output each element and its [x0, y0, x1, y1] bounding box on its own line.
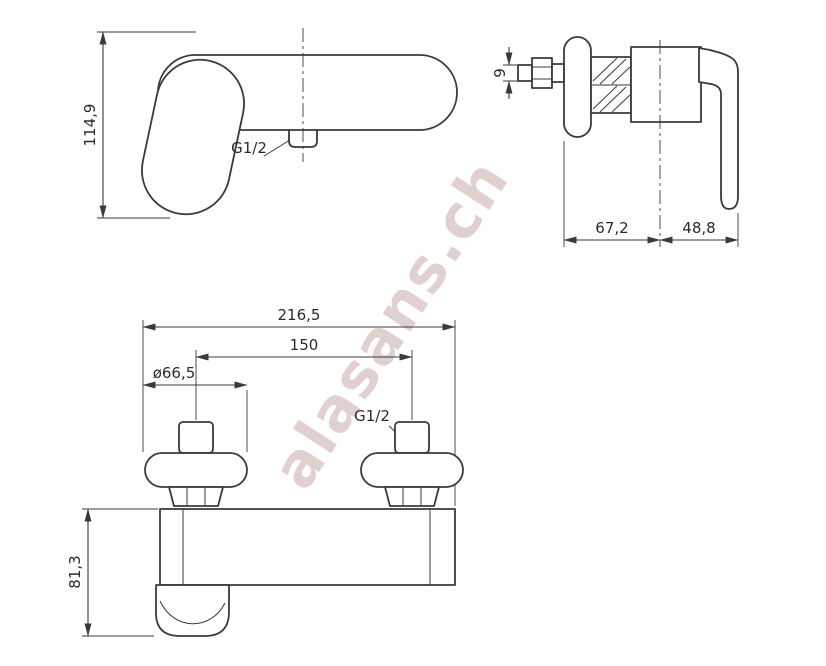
dimension-overall-height: 114,9: [81, 31, 196, 219]
wall-flange-left: [144, 452, 248, 488]
inlet-connector-left: [178, 421, 214, 454]
inlet-pipe: [551, 63, 565, 83]
dimension-label-stub: 9: [491, 68, 509, 78]
dimension-label-overall-width: 216,5: [278, 306, 321, 324]
dimension-label-body-height: 81,3: [66, 555, 84, 588]
dimension-flange-diameter: ø66,5: [142, 364, 248, 389]
inlet-stub: [517, 64, 533, 82]
leader-line: [263, 139, 291, 157]
hex-nut-left: [168, 486, 224, 507]
thread-label: G1/2: [354, 407, 390, 425]
dimension-label-height: 114,9: [81, 104, 99, 147]
watermark-text: alasans.ch: [259, 147, 523, 502]
thread-label: G1/2: [231, 139, 267, 157]
locknut-hatched: [590, 56, 632, 114]
inlet-connector-right: [394, 421, 430, 454]
mixer-handle-side: [698, 47, 739, 210]
mixer-handle: [141, 58, 245, 216]
view-front-bottom: 216,5 150 ø66,5 G1/2: [66, 306, 464, 637]
dimension-inlet-stub: 9: [491, 47, 520, 99]
dimension-label-handle-depth: 48,8: [682, 219, 715, 237]
dimension-label-body-depth: 67,2: [595, 219, 628, 237]
view-front-top: 114,9 G1/2: [81, 28, 458, 219]
mixer-body-side: [630, 46, 702, 123]
label-outlet-thread: G1/2: [231, 139, 291, 157]
dimension-label-flange-diameter: ø66,5: [153, 364, 196, 382]
spout: [155, 584, 230, 637]
dimension-inlet-spacing: 150: [195, 336, 413, 361]
dimension-depths: 67,2 48,8: [563, 141, 739, 247]
mixer-body-front: [159, 508, 456, 586]
inlet-nut: [531, 57, 553, 89]
dimension-overall-width: 216,5: [142, 306, 456, 331]
dimension-body-height: 81,3: [66, 508, 158, 637]
wall-flange-right: [360, 452, 464, 488]
dimension-label-inlet-spacing: 150: [290, 336, 319, 354]
view-side: 9 67,2 48,8: [491, 36, 739, 247]
hex-nut-right: [384, 486, 440, 507]
wall-flange-side: [563, 36, 592, 138]
